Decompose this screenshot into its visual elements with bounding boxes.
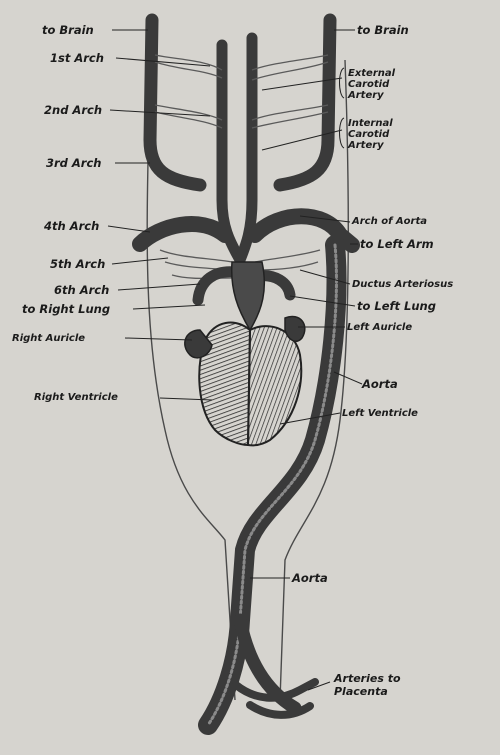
label-arch-2: 2nd Arch (44, 103, 102, 117)
label-arch-5: 5th Arch (50, 257, 106, 271)
label-arch-of-aorta: Arch of Aorta (352, 216, 427, 227)
heart-right-auricle (184, 329, 213, 359)
fourth-arch-left (132, 216, 233, 252)
descending-aorta (198, 235, 347, 735)
label-left-ventricle: Left Ventricle (342, 408, 418, 419)
label-arch-1: 1st Arch (50, 51, 104, 65)
central-vessel-right (234, 32, 258, 266)
body-outline (146, 59, 236, 701)
label-aorta-upper: Aorta (362, 377, 398, 391)
left-carotid (143, 13, 207, 192)
label-to-right-lung: to Right Lung (22, 302, 111, 316)
heart-left-auricle (284, 315, 306, 342)
heart-base (230, 261, 266, 332)
label-to-left-arm: to Left Arm (360, 237, 434, 251)
leader-lines (107, 29, 363, 691)
label-arch-4: 4th Arch (44, 219, 100, 233)
label-ductus-arteriosus: Ductus Arteriosus (352, 279, 454, 290)
right-carotid (273, 13, 337, 192)
label-right-ventricle: Right Ventricle (34, 392, 118, 403)
label-left-auricle: Left Auricle (347, 322, 413, 333)
label-arch-3: 3rd Arch (46, 156, 102, 170)
label-to-brain-left: to Brain (42, 23, 94, 37)
label-to-brain-right: to Brain (357, 23, 409, 37)
label-to-left-lung: to Left Lung (357, 299, 436, 313)
thin-arches (154, 54, 329, 280)
heart-left-ventricle (246, 325, 303, 447)
label-external-carotid: External Carotid Artery (348, 68, 396, 101)
heart-right-ventricle (198, 321, 252, 447)
carotid-brace-2 (339, 117, 345, 149)
body-outline-right (279, 59, 349, 701)
placenta-artery-1 (232, 678, 319, 702)
label-internal-carotid: Internal Carotid Artery (348, 118, 393, 151)
placenta-artery-2 (246, 701, 314, 719)
label-right-auricle: Right Auricle (12, 333, 86, 344)
label-arteries-to-placenta: Arteries to Placenta (334, 672, 401, 698)
lower-branch (233, 613, 302, 715)
label-arch-6: 6th Arch (54, 283, 110, 297)
carotid-brace (339, 67, 345, 99)
pulmonary-left (192, 266, 241, 306)
label-aorta-lower: Aorta (292, 571, 328, 585)
